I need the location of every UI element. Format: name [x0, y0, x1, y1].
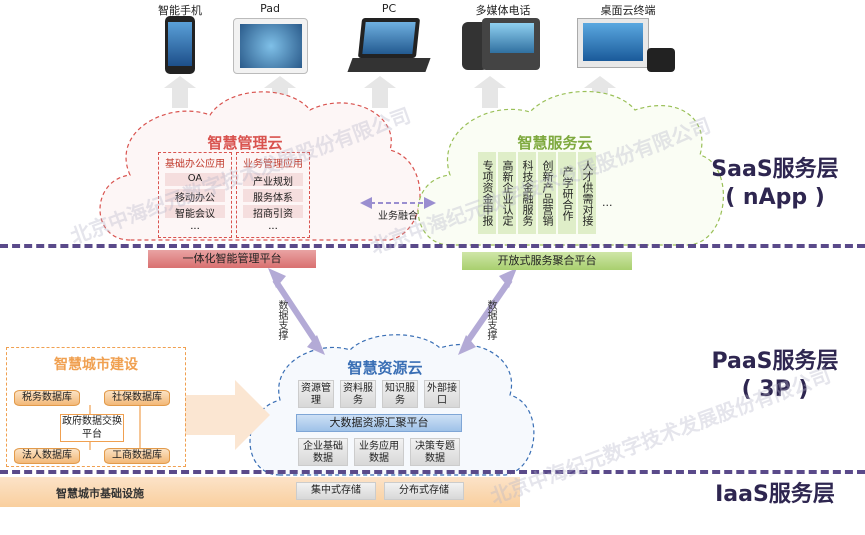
resource-cloud-title: 智慧资源云 — [347, 359, 423, 377]
gov-data-exchange: 政府数据交换平台 — [60, 414, 124, 442]
mgmt-item-smart-meeting: 智能会议 — [165, 205, 225, 220]
mgmt-col1-more: ... — [190, 221, 200, 232]
service-item-hitech-cert: 高新企业认定 — [498, 152, 516, 234]
smartphone-icon — [165, 16, 195, 74]
device-label-pad: Pad — [260, 2, 280, 15]
data-support-arrow-right — [462, 278, 513, 347]
paas-layer-title: PaaS服务层 — [711, 349, 839, 374]
paas-layer-label: PaaS服务层 ( 3P ) — [690, 349, 860, 403]
tablet-icon — [233, 18, 308, 74]
service-cloud-title: 智慧服务云 — [517, 134, 593, 152]
mgmt-item-investment: 招商引资 — [243, 205, 303, 220]
management-business-apps-panel: 业务管理应用 产业规划 服务体系 招商引资 ... — [236, 152, 310, 238]
mgmt-item-oa: OA — [165, 173, 225, 186]
db-business-registry: 工商数据库 — [104, 448, 170, 464]
resource-data-business: 业务应用数据 — [354, 438, 404, 466]
management-col1-header: 基础办公应用 — [165, 159, 225, 170]
device-label-pc: PC — [381, 2, 397, 15]
resource-service-knowledge: 知识服务 — [382, 380, 418, 408]
storage-distributed: 分布式存储 — [384, 482, 464, 500]
data-support-arrow-left — [272, 278, 321, 347]
media-phone-icon — [462, 18, 540, 72]
iaas-layer-label: IaaS服务层 — [690, 482, 860, 507]
resource-data-enterprise: 企业基础数据 — [298, 438, 348, 466]
management-platform-bar: 一体化智能管理平台 — [148, 250, 316, 268]
device-row: 智能手机 Pad PC 多媒体电话 桌面云终端 — [140, 0, 680, 80]
iaas-layer-title: IaaS服务层 — [715, 482, 835, 507]
data-support-right-label: 数据支撑 — [485, 300, 496, 340]
mgmt-item-industry-planning: 产业规划 — [243, 173, 303, 188]
service-platform-bar: 开放式服务聚合平台 — [462, 252, 632, 270]
service-items-more: ... — [602, 196, 613, 209]
service-item-talent-matching: 人才供需对接 — [578, 152, 596, 234]
mgmt-item-service-system: 服务体系 — [243, 189, 303, 204]
smart-city-panel: 智慧城市建设 — [6, 347, 186, 467]
service-item-tech-finance: 科技金融服务 — [518, 152, 536, 234]
smart-city-title: 智慧城市建设 — [54, 357, 138, 373]
storage-centralized: 集中式存储 — [296, 482, 376, 500]
db-social-security: 社保数据库 — [104, 390, 170, 406]
infrastructure-label: 智慧城市基础设施 — [56, 487, 144, 500]
resource-data-decision: 决策专题数据 — [410, 438, 460, 466]
db-tax: 税务数据库 — [14, 390, 80, 406]
service-item-special-fund: 专项资金申报 — [478, 152, 496, 234]
business-fusion-label: 业务融合 — [378, 211, 418, 222]
city-to-cloud-arrow — [185, 380, 270, 450]
management-col2-header: 业务管理应用 — [243, 159, 303, 170]
mgmt-col2-more: ... — [268, 221, 278, 232]
service-items: 专项资金申报 高新企业认定 科技金融服务 创新产品营销 产学研合作 人才供需对接… — [478, 152, 628, 234]
paas-layer-subtitle: ( 3P ) — [741, 377, 809, 403]
db-legal-entity: 法人数据库 — [14, 448, 80, 464]
resource-service-data: 资料服务 — [340, 380, 376, 408]
mgmt-item-mobile-office: 移动办公 — [165, 189, 225, 204]
device-label-cloud-terminal: 桌面云终端 — [600, 4, 656, 17]
resource-service-external-api: 外部接口 — [424, 380, 460, 408]
resource-platform-bar: 大数据资源汇聚平台 — [296, 414, 462, 432]
resource-service-management: 资源管理 — [298, 380, 334, 408]
iaas-divider — [0, 470, 865, 474]
business-fusion-arrow — [360, 197, 436, 209]
saas-divider — [0, 244, 865, 248]
desktop-terminal-icon — [577, 18, 677, 76]
device-label-phone: 智能手机 — [158, 4, 202, 17]
device-label-media-phone: 多媒体电话 — [475, 4, 531, 17]
saas-layer-label: SaaS服务层 ( nApp ) — [690, 157, 860, 211]
saas-layer-subtitle: ( nApp ) — [725, 185, 825, 211]
data-support-left-label: 数据支撑 — [276, 300, 287, 340]
management-cloud-outline — [99, 91, 421, 241]
service-item-industry-academia: 产学研合作 — [558, 152, 576, 234]
service-item-product-marketing: 创新产品营销 — [538, 152, 556, 234]
management-cloud-title: 智慧管理云 — [207, 134, 283, 152]
saas-layer-title: SaaS服务层 — [711, 157, 839, 182]
management-basic-apps-panel: 基础办公应用 OA 移动办公 智能会议 ... — [158, 152, 232, 238]
